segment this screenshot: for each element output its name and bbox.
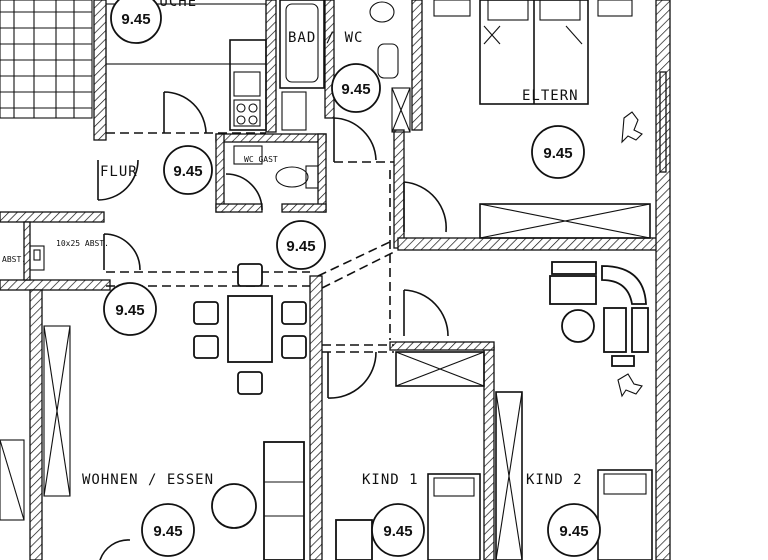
svg-text:9.45: 9.45 [559, 523, 588, 540]
room-label-kind1: KIND 1 [362, 472, 419, 488]
room-label-bad-wc: BAD / WC [288, 30, 363, 46]
level-marker: 9.45 [547, 503, 601, 557]
room-label-eltern: ELTERN [522, 88, 579, 104]
svg-text:9.45: 9.45 [286, 238, 315, 255]
room-label-abst: ABST. [2, 255, 26, 264]
level-marker: 9.45 [110, 0, 162, 44]
room-label-wc-gast: WC GAST [244, 155, 278, 164]
level-markers: 9.45 9.45 9.45 9.45 9.45 9.45 9.45 9.45 … [103, 0, 601, 557]
eltern-furniture [433, 0, 667, 239]
wc-gast-fixtures [233, 145, 319, 189]
living-furniture [0, 263, 307, 560]
staircase [0, 0, 93, 119]
kind1-furniture [335, 351, 485, 560]
doors [97, 91, 449, 399]
svg-text:9.45: 9.45 [115, 302, 144, 319]
room-label-kueche: KÜCHE [150, 0, 197, 10]
svg-text:9.45: 9.45 [153, 523, 182, 540]
svg-text:9.45: 9.45 [543, 145, 572, 162]
level-marker: 9.45 [331, 63, 381, 113]
room-label-flur: FLUR [100, 164, 138, 180]
abst-fixtures [29, 245, 45, 271]
level-marker: 9.45 [276, 220, 326, 270]
kind2-furniture [495, 261, 653, 560]
svg-text:9.45: 9.45 [121, 11, 150, 28]
level-marker: 9.45 [103, 282, 157, 336]
kitchen-fixtures [105, 3, 267, 131]
svg-text:9.45: 9.45 [341, 81, 370, 98]
walls [0, 0, 671, 560]
svg-text:9.45: 9.45 [173, 163, 202, 180]
level-marker: 9.45 [531, 125, 585, 179]
room-labels: KÜCHE BAD / WC ELTERN FLUR WC GAST 10x25… [2, 0, 583, 488]
svg-text:9.45: 9.45 [383, 523, 412, 540]
level-marker: 9.45 [141, 503, 195, 557]
bath-fixtures [279, 0, 411, 133]
room-label-abst-size: 10x25 ABST. [56, 239, 109, 248]
level-marker: 9.45 [163, 145, 213, 195]
level-marker: 9.45 [371, 503, 425, 557]
room-label-kind2: KIND 2 [526, 472, 583, 488]
room-label-wohnen-essen: WOHNEN / ESSEN [82, 472, 214, 488]
